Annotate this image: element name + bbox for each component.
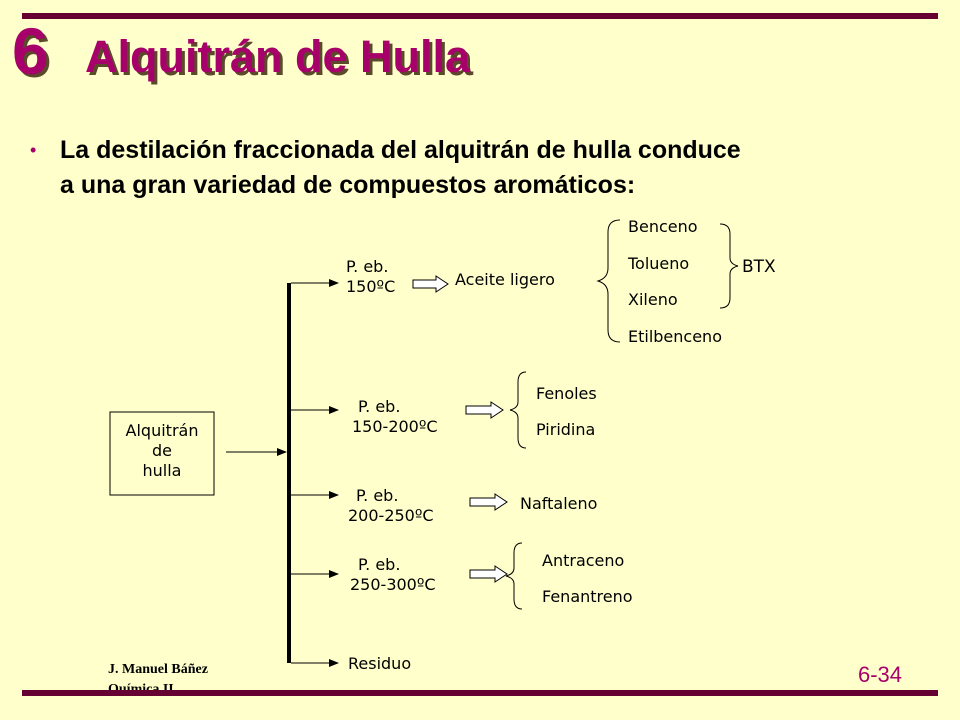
source-label: Alquitrán xyxy=(126,421,199,440)
bullet-marker: • xyxy=(30,140,37,160)
fraction-temp: P. eb. xyxy=(356,486,398,505)
phenol-product: Piridina xyxy=(536,420,595,439)
phenol-brace xyxy=(509,371,527,449)
light-oil-label: Aceite ligero xyxy=(455,270,555,289)
yield-arrow xyxy=(469,493,508,511)
btx-brace xyxy=(719,223,739,309)
light-oil-product: Etilbenceno xyxy=(628,327,722,346)
bottom-rule xyxy=(22,690,938,696)
bullet-line: a una gran variedad de compuestos aromát… xyxy=(60,171,636,199)
light-oil-brace xyxy=(596,219,621,343)
btx-label: BTX xyxy=(742,257,776,277)
anthracene-brace xyxy=(505,542,523,610)
source-box xyxy=(109,411,215,496)
anthracene-product: Fenantreno xyxy=(542,587,633,606)
phenol-product: Fenoles xyxy=(536,384,597,403)
naphthalene-label: Naftaleno xyxy=(520,494,597,513)
fraction-temp: P. eb. xyxy=(358,555,400,574)
bullet-text: La destilación fraccionada del alquitrán… xyxy=(60,133,940,203)
fraction-temp: 200-250ºC xyxy=(348,506,434,525)
author-name: J. Manuel Báñez xyxy=(108,662,208,677)
slide-page-id: 6-34 xyxy=(858,662,903,687)
light-oil-product: Tolueno xyxy=(627,254,689,273)
fraction-temp: 150ºC xyxy=(346,277,395,296)
slide-title: Alquitrán de Hulla xyxy=(85,31,471,82)
fraction-temp: 150-200ºC xyxy=(352,417,438,436)
slide-number: 6 xyxy=(12,14,49,88)
fraction-temp: Residuo xyxy=(348,654,411,673)
anthracene-product: Antraceno xyxy=(542,551,624,570)
source-label: hulla xyxy=(143,461,182,480)
yield-arrow xyxy=(465,401,504,419)
fraction-temp: P. eb. xyxy=(358,397,400,416)
source-label: de xyxy=(152,441,172,460)
fraction-temp: P. eb. xyxy=(346,257,388,276)
light-oil-product: Benceno xyxy=(628,217,698,236)
yield-arrow xyxy=(469,565,508,583)
light-oil-product: Xileno xyxy=(628,290,678,309)
fraction-temp: 250-300ºC xyxy=(350,575,436,594)
yield-arrow xyxy=(412,275,449,293)
top-rule xyxy=(22,13,938,19)
bullet-line: La destilación fraccionada del alquitrán… xyxy=(60,136,741,164)
